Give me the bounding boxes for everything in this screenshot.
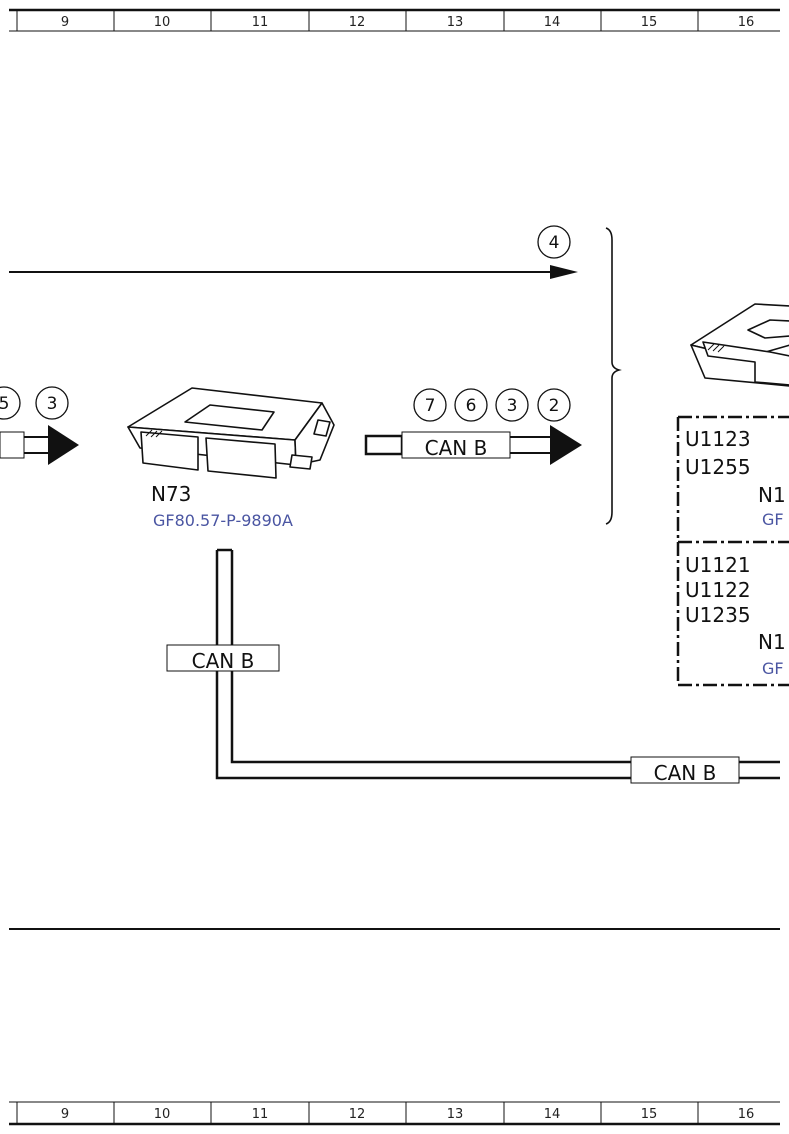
box-upper-code-2: U1255 — [685, 455, 751, 479]
ruler-bottom-col-9: 9 — [61, 1107, 69, 1122]
svg-text:4: 4 — [549, 233, 560, 253]
module-n73-label: N73 — [151, 482, 191, 506]
svg-text:3: 3 — [47, 394, 58, 414]
ruler-bottom-col-10: 10 — [154, 1107, 171, 1122]
ruler-bottom-col-13: 13 — [447, 1107, 464, 1122]
svg-text:3: 3 — [507, 396, 518, 416]
arrow-head-can-b-output — [550, 425, 582, 465]
svg-text:6: 6 — [466, 396, 477, 416]
svg-text:2: 2 — [549, 396, 560, 416]
ruler-col-9: 9 — [61, 15, 69, 30]
top-ruler: 9 10 11 12 13 14 15 16 — [9, 8, 780, 32]
ruler-bottom-col-14: 14 — [544, 1107, 561, 1122]
bottom-ruler: 9 10 11 12 13 14 15 16 — [9, 1101, 780, 1126]
can-b-label-box-vertical — [166, 644, 280, 672]
bubble-3-right: 3 — [495, 388, 529, 422]
can-b-label-bottom: CAN B — [654, 761, 717, 785]
ruler-bottom-col-16: 16 — [738, 1107, 755, 1122]
module-n73-icon — [127, 387, 335, 479]
bubble-5-partial: 5 — [0, 386, 21, 420]
box-upper-code-1: U1123 — [685, 427, 751, 451]
arrow-head-left-input — [48, 425, 79, 465]
box-lower-module-name: N1 — [758, 630, 786, 654]
box-lower-code-3: U1235 — [685, 603, 751, 627]
ruler-bottom-col-15: 15 — [641, 1107, 658, 1122]
svg-text:5: 5 — [0, 394, 9, 414]
right-module-icon — [690, 303, 789, 387]
box-lower-code-2: U1122 — [685, 578, 751, 602]
can-b-label-box-bottom — [630, 756, 740, 784]
bubble-7: 7 — [413, 388, 447, 422]
box-lower-code-1: U1121 — [685, 553, 751, 577]
ruler-col-16: 16 — [738, 15, 755, 30]
box-upper-module-name: N1 — [758, 483, 786, 507]
arrow-head-top — [550, 265, 578, 279]
can-b-bus — [215, 548, 780, 780]
signal-arrow-top — [9, 265, 578, 279]
can-b-label-horizontal: CAN B — [425, 436, 488, 460]
ruler-col-12: 12 — [349, 15, 366, 30]
group-brace — [605, 227, 622, 525]
left-input-arrow — [0, 425, 79, 465]
module-n73-ref-link[interactable]: GF80.57-P-9890A — [153, 511, 293, 530]
bubble-3-left: 3 — [35, 386, 69, 420]
box-lower-ref-link[interactable]: GF — [762, 659, 784, 678]
bubble-2: 2 — [537, 388, 571, 422]
ruler-col-13: 13 — [447, 15, 464, 30]
ruler-col-14: 14 — [544, 15, 561, 30]
can-b-label-vertical: CAN B — [192, 649, 255, 673]
ruler-col-10: 10 — [154, 15, 171, 30]
bubble-6: 6 — [454, 388, 488, 422]
ruler-bottom-col-11: 11 — [252, 1107, 269, 1122]
box-upper-ref-link[interactable]: GF — [762, 510, 784, 529]
bubble-4: 4 — [537, 225, 571, 259]
can-b-output-arrow — [364, 425, 582, 465]
ruler-bottom-col-12: 12 — [349, 1107, 366, 1122]
dashed-box-right — [676, 415, 789, 687]
ruler-col-15: 15 — [641, 15, 658, 30]
svg-text:7: 7 — [425, 396, 436, 416]
ruler-col-11: 11 — [252, 15, 269, 30]
